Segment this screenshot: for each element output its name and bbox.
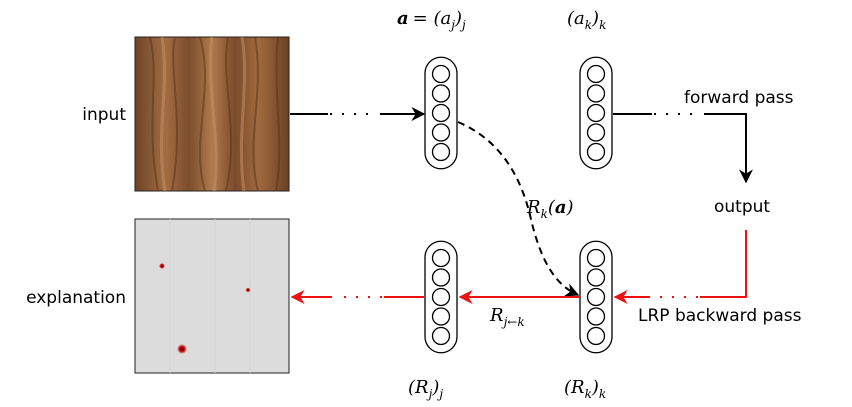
neuron [431, 64, 451, 84]
layer-a-k [579, 56, 613, 170]
neuron [431, 142, 451, 162]
neuron [586, 84, 606, 103]
ak-label: (ak)k [567, 8, 606, 32]
neuron [431, 287, 451, 307]
neuron [431, 307, 451, 326]
neuron [586, 326, 606, 346]
neuron [431, 268, 451, 287]
neuron [431, 84, 451, 103]
neuron [431, 123, 451, 142]
rk-label: (Rk)k [564, 377, 606, 401]
neuron [586, 123, 606, 142]
neuron [586, 142, 606, 162]
output-to-backward-line [700, 230, 747, 298]
rj-label: (Rj)j [408, 377, 443, 401]
a-vector-label: a= (aj)j [397, 8, 466, 32]
heat-spot [245, 287, 251, 293]
explanation-image [134, 218, 290, 374]
neuron [586, 248, 606, 268]
layer-a-j [424, 56, 458, 170]
layer-r-k [579, 240, 613, 354]
layer-r-j [424, 240, 458, 354]
forward-arrows [290, 107, 753, 297]
neuron [586, 103, 606, 123]
neuron [431, 248, 451, 268]
explanation-label: explanation [26, 288, 126, 308]
backward-arrows [290, 230, 747, 304]
forward-pass-label: forward pass [684, 88, 794, 108]
input-image [134, 36, 290, 192]
rk-a-label: Rk(a) [526, 197, 574, 221]
forward-to-output-arrow [704, 113, 753, 184]
lrp-backward-pass-label: LRP backward pass [638, 306, 802, 326]
heat-spot [177, 344, 187, 354]
neuron [586, 268, 606, 287]
neuron [586, 307, 606, 326]
output-label: output [714, 197, 770, 217]
neuron [431, 326, 451, 346]
rjk-label: Rj←k [489, 305, 525, 329]
input-label: input [82, 105, 126, 125]
heat-spot [159, 263, 165, 269]
relevance-dashed-arrow [457, 121, 580, 297]
neuron [431, 103, 451, 123]
neuron [586, 64, 606, 84]
neuron [586, 287, 606, 307]
